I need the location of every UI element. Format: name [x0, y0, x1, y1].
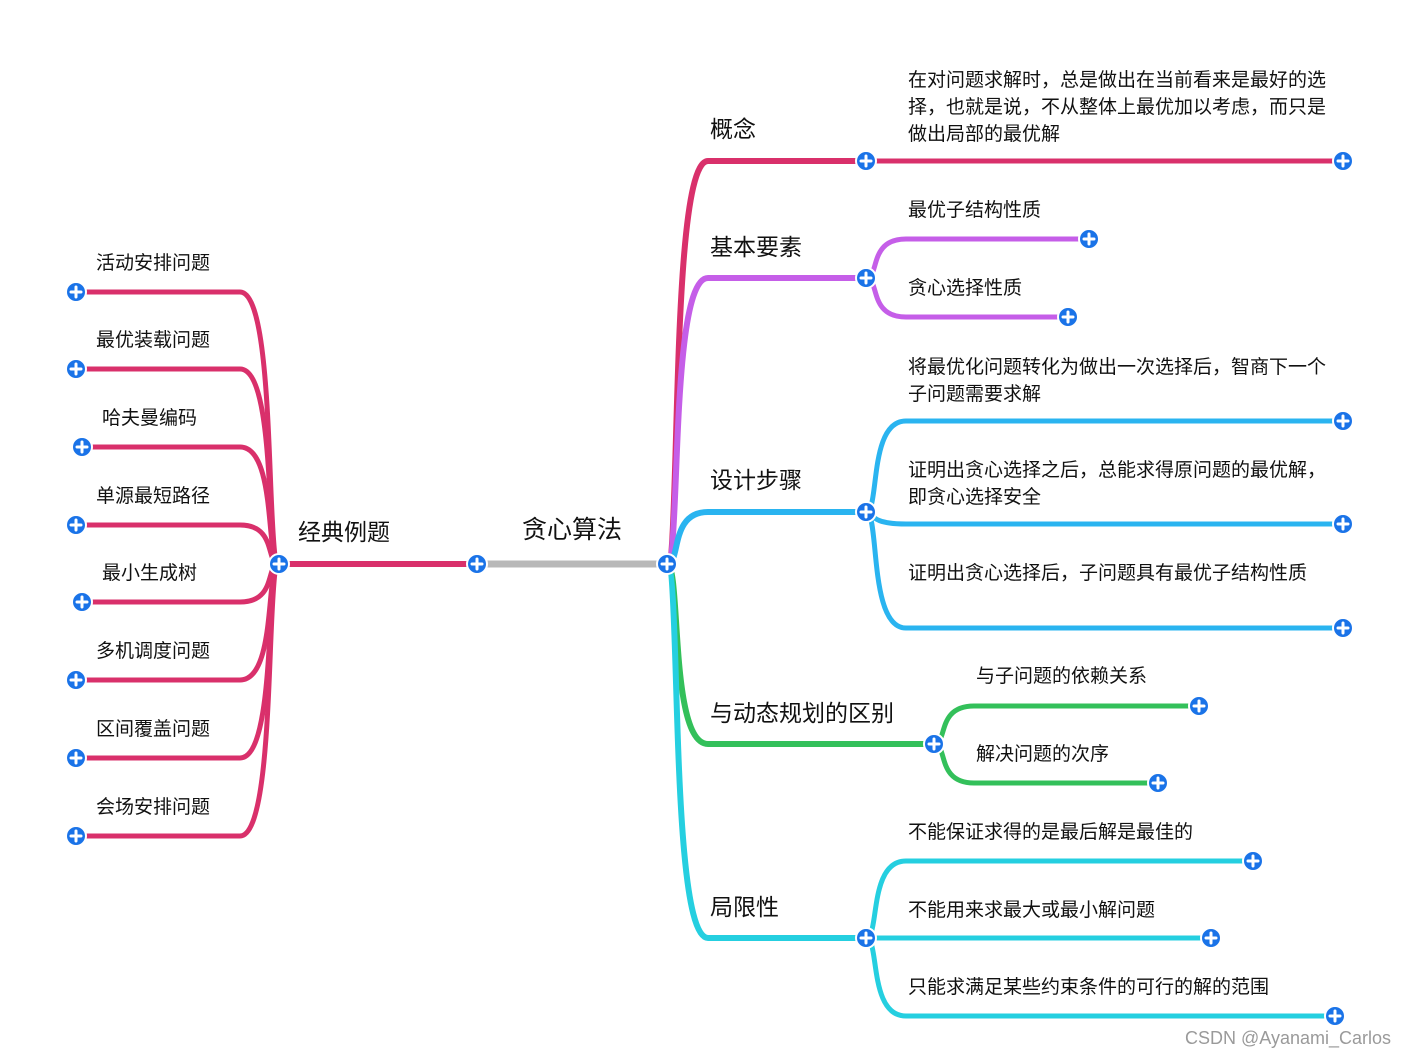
leaf-dp-2[interactable]: 解决问题的次序 — [976, 743, 1110, 765]
leaf-expand-button-1[interactable] — [1332, 150, 1354, 172]
branch-limitations[interactable]: 局限性 — [710, 895, 779, 921]
classic-expand-button[interactable] — [466, 553, 488, 575]
leaf-expand-button-2[interactable] — [1078, 228, 1100, 250]
branch-basic-elements[interactable]: 基本要素 — [710, 235, 802, 261]
classic-leaf-7-button[interactable] — [65, 747, 87, 769]
classic-leaf-5-button[interactable] — [71, 591, 93, 613]
leaf-expand-button-3[interactable] — [1057, 306, 1079, 328]
leaf-dp-1[interactable]: 与子问题的依赖关系 — [976, 665, 1148, 687]
leaf-expand-button-10[interactable] — [1200, 927, 1222, 949]
leaf-classic-6[interactable]: 多机调度问题 — [96, 640, 211, 662]
leaf-expand-button-4[interactable] — [1332, 410, 1354, 432]
expand-buttons — [65, 150, 1354, 1027]
leaf-classic-3[interactable]: 哈夫曼编码 — [102, 407, 198, 429]
leaf-classic-1[interactable]: 活动安排问题 — [96, 252, 211, 274]
leaf-expand-button-8[interactable] — [1147, 772, 1169, 794]
leaf-expand-button-6[interactable] — [1332, 617, 1354, 639]
leaf-expand-button-11[interactable] — [1324, 1005, 1346, 1027]
leaf-classic-4[interactable]: 单源最短路径 — [96, 485, 211, 507]
leaf-limits-1[interactable]: 不能保证求得的是最后解是最佳的 — [908, 821, 1194, 843]
leaf-steps-3[interactable]: 证明出贪心选择后，子问题具有最优子结构性质 — [908, 562, 1308, 584]
leaf-expand-button-5[interactable] — [1332, 513, 1354, 535]
connector-concept — [664, 158, 869, 567]
connector-steps — [664, 509, 869, 567]
leaf-expand-button-7[interactable] — [1188, 695, 1210, 717]
leaf-concept-1[interactable]: 在对问题求解时，总是做出在当前看来是最好的选择，也就是说，不从整体上最优加以考虑… — [908, 69, 1327, 145]
branch-concept[interactable]: 概念 — [710, 117, 756, 143]
leaf-classic-8[interactable]: 会场安排问题 — [96, 796, 211, 818]
leaf-classic-2[interactable]: 最优装载问题 — [96, 329, 211, 351]
connector-elements — [664, 275, 869, 567]
branch-design-steps[interactable]: 设计步骤 — [710, 468, 802, 494]
classic-leaf-4-button[interactable] — [65, 514, 87, 536]
connector-lines — [73, 158, 1346, 1019]
elements-expand-button[interactable] — [855, 267, 877, 289]
classic-leaf-6-button[interactable] — [65, 669, 87, 691]
root-expand-button[interactable] — [656, 553, 678, 575]
leaf-classic-5[interactable]: 最小生成树 — [102, 562, 198, 584]
steps-expand-button[interactable] — [855, 501, 877, 523]
dp-expand-button[interactable] — [923, 733, 945, 755]
leaf-limits-3[interactable]: 只能求满足某些约束条件的可行的解的范围 — [908, 976, 1270, 998]
leaf-classic-7[interactable]: 区间覆盖问题 — [96, 718, 211, 740]
connector-classic-2 — [73, 366, 282, 567]
leaf-elements-2[interactable]: 贪心选择性质 — [908, 277, 1023, 299]
limits-expand-button[interactable] — [855, 927, 877, 949]
branch-classic-examples[interactable]: 经典例题 — [298, 520, 390, 546]
leaf-steps-1[interactable]: 将最优化问题转化为做出一次选择后，智商下一个子问题需要求解 — [908, 356, 1327, 405]
leaf-limits-2[interactable]: 不能用来求最大或最小解问题 — [908, 899, 1156, 921]
branch-dp-difference[interactable]: 与动态规划的区别 — [710, 701, 894, 727]
classic-leaf-1-button[interactable] — [65, 281, 87, 303]
connector-classic-8 — [73, 561, 282, 839]
concept-expand-button[interactable] — [855, 150, 877, 172]
connector-dp-1 — [931, 703, 1202, 747]
classic-hub-button[interactable] — [268, 553, 290, 575]
connector-steps-2 — [863, 509, 1346, 527]
leaf-elements-1[interactable]: 最优子结构性质 — [908, 199, 1042, 221]
classic-leaf-3-button[interactable] — [71, 436, 93, 458]
leaf-expand-button-9[interactable] — [1242, 850, 1264, 872]
leaf-steps-2[interactable]: 证明出贪心选择之后，总能求得原问题的最优解，即贪心选择安全 — [908, 459, 1327, 508]
classic-leaf-8-button[interactable] — [65, 825, 87, 847]
classic-leaf-2-button[interactable] — [65, 358, 87, 380]
connector-elements-1 — [863, 236, 1092, 281]
central-topic[interactable]: 贪心算法 — [522, 515, 623, 544]
connector-limits — [664, 561, 869, 941]
connector-classic-4 — [73, 522, 282, 567]
watermark: CSDN @Ayanami_Carlos — [1184, 1028, 1391, 1048]
